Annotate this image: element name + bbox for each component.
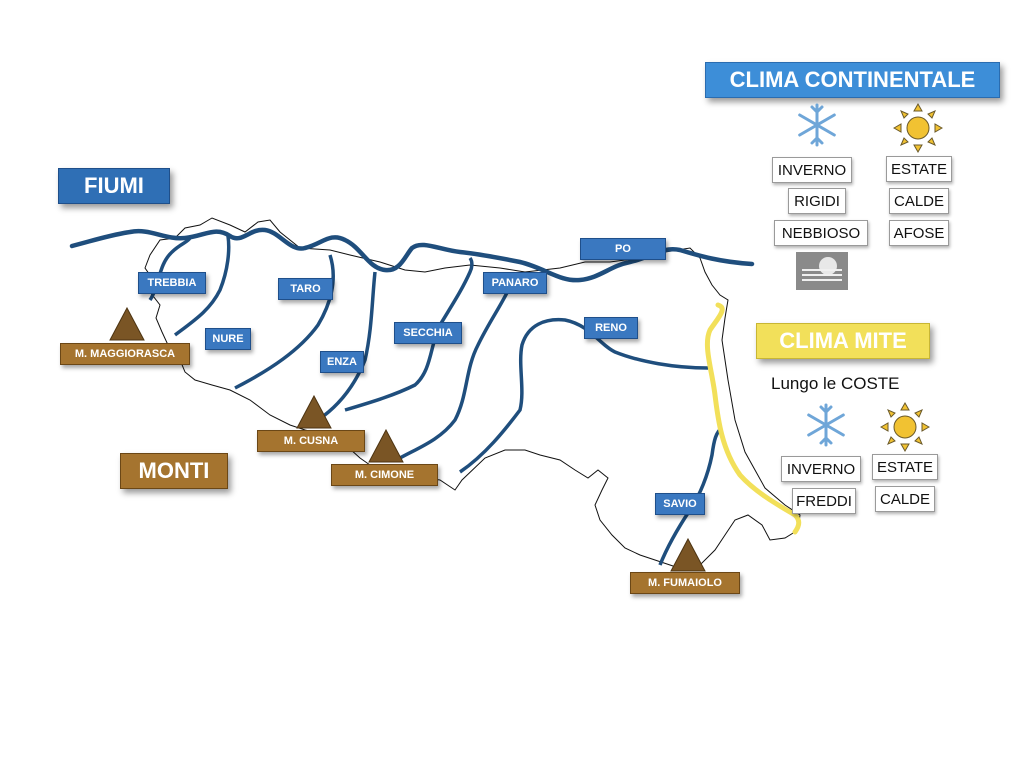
continentale-rigidi: RIGIDI [788,188,846,214]
coastline [704,302,802,535]
mountain-peak-icon [109,306,145,341]
river-label-reno: RENO [584,317,638,339]
river-label-panaro: PANARO [483,272,547,294]
mountain-label-fumaiolo: M. FUMAIOLO [630,572,740,594]
continentale-estate: ESTATE [886,156,952,182]
river-label-trebbia: TREBBIA [138,272,206,294]
mite-inverno: INVERNO [781,456,861,482]
clima-continentale-title: CLIMA CONTINENTALE [705,62,1000,98]
mite-calde: CALDE [875,486,935,512]
fog-icon [796,252,848,290]
river-reno-line [459,317,709,474]
river-taro-line [234,254,335,390]
river-label-secchia: SECCHIA [394,322,462,344]
mite-freddi: FREDDI [792,488,856,514]
mountain-peak-icon [296,394,332,429]
sun-icon [880,402,930,452]
continentale-calde: CALDE [889,188,949,214]
river-enza-line [317,271,377,422]
river-nure-line [173,235,231,337]
river-panaro-line [399,281,514,460]
sun-icon [893,103,943,153]
clima-mite-title: CLIMA MITE [756,323,930,359]
mountain-peak-icon [368,428,404,463]
region-border [144,217,801,571]
continentale-afose: AFOSE [889,220,949,246]
mountain-peak-icon [670,537,706,572]
mite-estate: ESTATE [872,454,938,480]
river-label-enza: ENZA [320,351,364,373]
river-label-savio: SAVIO [655,493,705,515]
lungo-coste-text: Lungo le COSTE [771,374,900,393]
continentale-inverno: INVERNO [772,157,852,183]
river-label-po: PO [580,238,666,260]
river-po-line [69,227,755,283]
mountain-label-maggiorasca: M. MAGGIORASCA [60,343,190,365]
snowflake-icon [798,103,836,147]
monti-title: MONTI [120,453,228,489]
mountain-label-cimone: M. CIMONE [331,464,438,486]
river-label-taro: TARO [278,278,333,300]
river-savio-line [658,426,724,566]
river-label-nure: NURE [205,328,251,350]
mountain-label-cusna: M. CUSNA [257,430,365,452]
fiumi-title: FIUMI [58,168,170,204]
snowflake-icon [807,403,845,447]
continentale-nebbioso: NEBBIOSO [774,220,868,246]
